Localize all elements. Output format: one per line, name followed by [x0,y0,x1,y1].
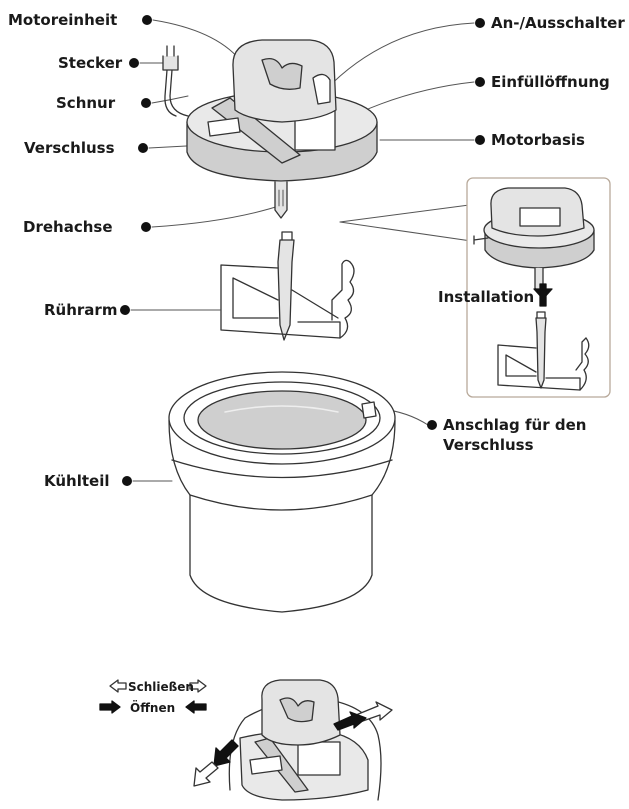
label-installation: Installation [438,288,535,306]
motor-base-assembly [162,39,378,219]
lock-illustration [193,679,393,801]
label-schnur: Schnur [56,94,116,112]
label-an-ausschalter: An-/Ausschalter [491,14,625,32]
label-drehachse: Drehachse [23,218,113,236]
paddle-drawing [220,231,355,341]
label-motorbasis: Motorbasis [491,131,585,149]
open-right-arrow-icon [99,700,121,714]
label-einfuelloeffnung: Einfüllöffnung [491,73,610,91]
installation-inset [466,177,611,398]
callout-dots [120,15,485,486]
label-kuehlteil: Kühlteil [44,472,110,490]
label-ruehrarm: Rührarm [44,301,118,319]
label-anschlag-line2: Verschluss [443,436,534,454]
label-motoreinheit: Motoreinheit [8,11,118,29]
lock-legend-arrows [99,679,207,714]
label-stecker: Stecker [58,54,123,72]
legend-oeffnen: Öffnen [130,701,176,715]
legend-schliessen: Schließen [128,680,194,694]
open-left-arrow-icon [185,700,207,714]
label-anschlag-line1: Anschlag für den [443,416,587,434]
label-verschluss: Verschluss [24,139,115,157]
freezer-bowl-drawing [168,371,396,613]
close-right-arrow-icon [189,679,207,693]
close-left-arrow-icon [109,679,127,693]
